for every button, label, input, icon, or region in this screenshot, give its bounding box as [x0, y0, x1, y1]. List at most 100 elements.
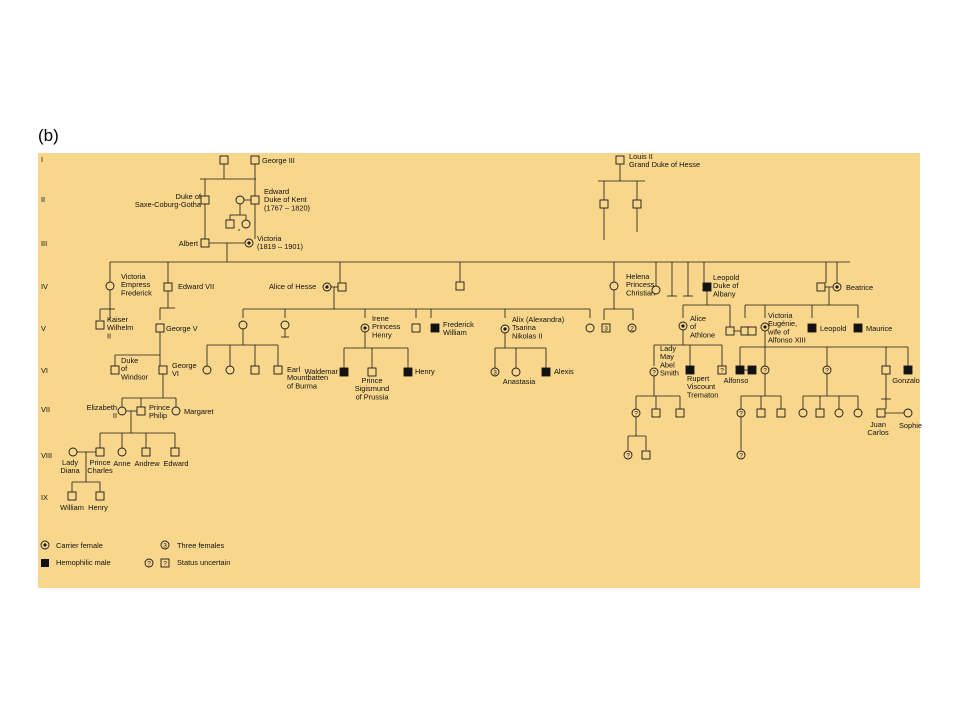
- label-alix: Tsarina: [512, 323, 537, 332]
- label-charles: Prince: [90, 458, 111, 467]
- status-uncertain-mark: ?: [825, 367, 829, 374]
- male-symbol: [163, 282, 173, 292]
- person-symbol-henry-prussia: [403, 367, 413, 377]
- hemophilic-male-symbol: [403, 367, 413, 377]
- carrier-dot: [681, 324, 685, 328]
- symbol-count: 3: [493, 369, 497, 376]
- hemophilic-male-symbol: [853, 323, 863, 333]
- person-symbol-sophie: [903, 408, 913, 418]
- label-sigismund: Sigismund: [355, 384, 390, 393]
- person-symbol-beatrice: [832, 282, 842, 292]
- male-symbol: [141, 447, 151, 457]
- label-diana: Lady: [62, 458, 78, 467]
- male-symbol: [615, 155, 625, 165]
- label-frederick-william: Frederick: [443, 320, 474, 329]
- person-symbol-george3-b: [250, 155, 260, 165]
- male-symbol: [95, 447, 105, 457]
- label-rupert: Trematon: [687, 390, 718, 399]
- person-symbol-elizabeth2: [117, 406, 127, 416]
- person-symbol-duke-windsor: [110, 365, 120, 375]
- female-symbol: [171, 406, 181, 416]
- person-symbol: [280, 320, 290, 330]
- male-symbol: [250, 155, 260, 165]
- male-symbol: [455, 281, 465, 291]
- male-symbol: [632, 199, 642, 209]
- carrier-dot: [363, 326, 367, 330]
- person-symbol: [241, 219, 251, 229]
- generation-label: V: [41, 324, 46, 333]
- person-symbol: [632, 199, 642, 209]
- label-philip: Prince: [149, 403, 170, 412]
- male-symbol: [367, 367, 377, 377]
- label-duke-saxe: Saxe-Coburg-Gotha: [135, 200, 202, 209]
- male-symbol: [601, 323, 611, 333]
- label-george5: George V: [166, 324, 198, 333]
- label-andrew: Andrew: [134, 459, 160, 468]
- person-symbol-frederick-william: [430, 323, 440, 333]
- label-leopold-albany: Leopold: [713, 273, 739, 282]
- generation-label: VIII: [41, 451, 52, 460]
- male-symbol: [756, 408, 766, 418]
- hemophilic-male-symbol: [685, 365, 695, 375]
- carrier-dot: [247, 241, 251, 245]
- label-philip: Philip: [149, 411, 167, 420]
- label-rupert: Rupert: [687, 374, 709, 383]
- person-symbol-helena: [609, 281, 619, 291]
- person-symbol-uncertain-female: ?: [822, 365, 832, 375]
- female-symbol: [585, 323, 595, 333]
- label-duke-windsor: Windsor: [121, 372, 149, 381]
- person-symbol: [747, 365, 757, 375]
- person-symbol-gonzalo: [903, 365, 913, 375]
- person-symbol-husband: [747, 326, 757, 336]
- male-symbol: [170, 447, 180, 457]
- male-symbol: [219, 155, 229, 165]
- label-alexis: Alexis: [554, 367, 574, 376]
- person-symbol: [641, 450, 651, 460]
- label-victoria-eugenie: Victoria: [768, 311, 793, 320]
- generation-label: II: [41, 195, 45, 204]
- person-symbol-henry: [95, 491, 105, 501]
- person-symbol-albert: [200, 238, 210, 248]
- legend-uncertain-mark: ?: [163, 560, 167, 567]
- label-george3: George III: [262, 156, 295, 165]
- person-symbol-edward7: [163, 282, 173, 292]
- label-leopold2: Leopold: [820, 324, 846, 333]
- male-symbol: [158, 365, 168, 375]
- person-symbol: [599, 199, 609, 209]
- female-symbol: [202, 365, 212, 375]
- person-symbol: [725, 326, 735, 336]
- male-symbol: [717, 365, 727, 375]
- person-symbol: [455, 281, 465, 291]
- generation-label: IX: [41, 493, 48, 502]
- person-symbol-kaiser: [95, 320, 105, 330]
- person-symbol-uncertain-female: ?: [760, 365, 770, 375]
- male-symbol: [273, 365, 283, 375]
- generation-label: VI: [41, 366, 48, 375]
- hemophilic-male-symbol: [747, 365, 757, 375]
- person-symbol: [853, 408, 863, 418]
- male-symbol: [110, 365, 120, 375]
- label-victoria-eugenie: Eugénie,: [768, 319, 797, 328]
- hemophilic-male-symbol: [541, 367, 551, 377]
- female-symbol: [280, 320, 290, 330]
- person-symbol: [238, 320, 248, 330]
- male-symbol: [200, 238, 210, 248]
- label-lady-may: Abel: [660, 360, 675, 369]
- label-lady-may: Lady: [660, 344, 676, 353]
- numbered-symbol: 3: [490, 367, 500, 377]
- label-edward7: Edward VII: [178, 282, 214, 291]
- male-symbol: [155, 323, 165, 333]
- legend-label: Hemophilic male: [56, 558, 111, 567]
- male-symbol: [136, 406, 146, 416]
- label-duke-windsor: Duke: [121, 356, 138, 365]
- label-albert: Albert: [179, 239, 198, 248]
- label-frederick-william: William: [443, 328, 467, 337]
- person-symbol-charles: [95, 447, 105, 457]
- label-edward-kent: Duke of Kent: [264, 195, 307, 204]
- label-mountbatten: Mountbatten: [287, 373, 328, 382]
- male-symbol: [815, 408, 825, 418]
- status-uncertain-mark: ?: [720, 367, 724, 374]
- person-symbol-lady-may: ?: [649, 367, 659, 377]
- male-symbol: [816, 282, 826, 292]
- label-henry-prussia: Henry: [415, 367, 435, 376]
